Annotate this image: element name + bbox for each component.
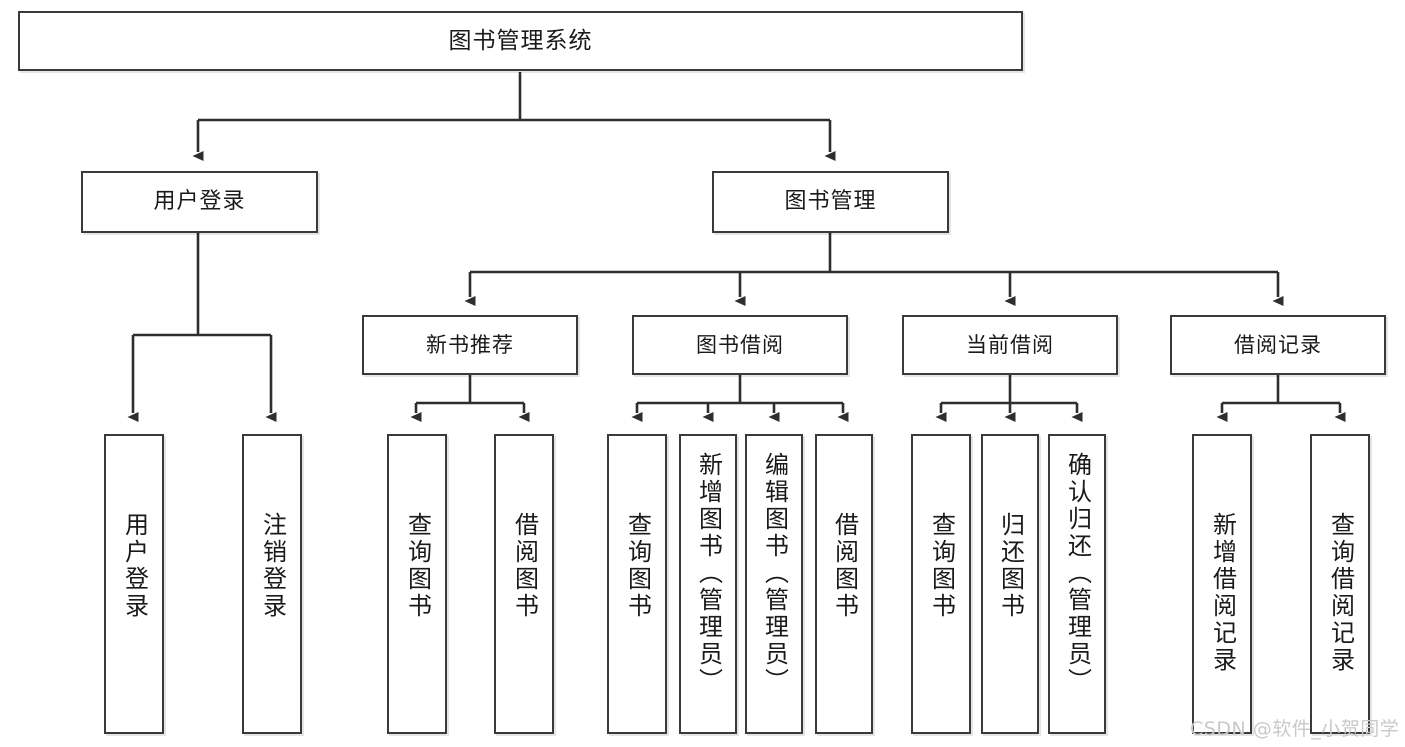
node-leaf-borrow-book-1-label: 借阅图书 [510,512,539,620]
node-user-login[interactable]: 用户登录 [81,171,318,233]
node-book-manage[interactable]: 图书管理 [712,171,949,233]
node-new-book-recommend-label: 新书推荐 [426,332,514,357]
node-leaf-user-login[interactable]: 用户登录 [104,434,164,734]
node-leaf-query-record-label: 查询借阅记录 [1326,512,1355,674]
node-leaf-logout-login-label: 注销登录 [258,512,287,620]
node-leaf-confirm-return-label: 确认归还（管理员） [1063,452,1092,695]
node-leaf-borrow-book-2[interactable]: 借阅图书 [815,434,873,734]
node-leaf-query-book-1[interactable]: 查询图书 [387,434,447,734]
node-new-book-recommend[interactable]: 新书推荐 [362,315,578,375]
node-leaf-return-book[interactable]: 归还图书 [981,434,1039,734]
node-current-borrow[interactable]: 当前借阅 [902,315,1118,375]
node-leaf-add-book[interactable]: 新增图书（管理员） [679,434,737,734]
node-leaf-add-book-label: 新增图书（管理员） [694,452,723,695]
node-root-label: 图书管理系统 [448,27,593,54]
node-leaf-query-book-2-label: 查询图书 [623,512,652,620]
node-leaf-query-book-3[interactable]: 查询图书 [911,434,971,734]
node-book-manage-label: 图书管理 [784,189,877,215]
node-leaf-edit-book[interactable]: 编辑图书（管理员） [745,434,803,734]
node-leaf-logout-login[interactable]: 注销登录 [242,434,302,734]
node-leaf-confirm-return[interactable]: 确认归还（管理员） [1048,434,1106,734]
node-leaf-borrow-book-1[interactable]: 借阅图书 [494,434,554,734]
node-leaf-query-book-3-label: 查询图书 [927,512,956,620]
node-current-borrow-label: 当前借阅 [966,332,1054,357]
node-leaf-edit-book-label: 编辑图书（管理员） [760,452,789,695]
node-borrow-record[interactable]: 借阅记录 [1170,315,1386,375]
node-user-login-label: 用户登录 [153,189,246,215]
node-leaf-query-record[interactable]: 查询借阅记录 [1310,434,1370,734]
node-leaf-query-book-2[interactable]: 查询图书 [607,434,667,734]
node-leaf-add-record-label: 新增借阅记录 [1208,512,1237,674]
node-borrow-record-label: 借阅记录 [1234,332,1322,357]
node-book-borrow-label: 图书借阅 [696,332,784,357]
node-leaf-return-book-label: 归还图书 [996,512,1025,620]
node-book-borrow[interactable]: 图书借阅 [632,315,848,375]
node-leaf-user-login-label: 用户登录 [120,512,149,620]
node-leaf-borrow-book-2-label: 借阅图书 [830,512,859,620]
node-leaf-add-record[interactable]: 新增借阅记录 [1192,434,1252,734]
node-leaf-query-book-1-label: 查询图书 [403,512,432,620]
node-root[interactable]: 图书管理系统 [18,11,1023,71]
csdn-watermark: CSDN @软件_小贺同学 [1190,718,1400,740]
